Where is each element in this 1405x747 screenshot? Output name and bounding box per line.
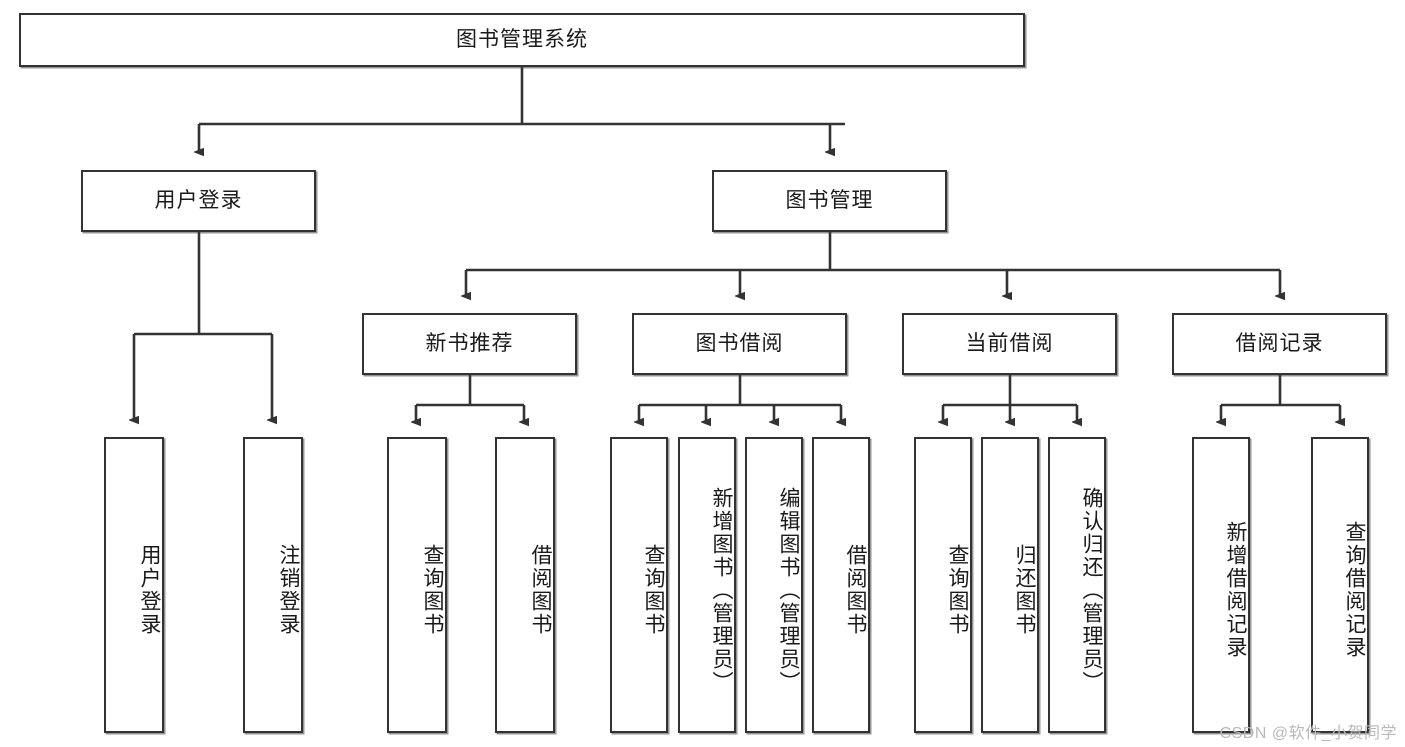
node-leaf-logout-login-label: 注销登录: [277, 544, 300, 636]
node-leaf-edit-book-label: 编辑图书（管理员）: [777, 486, 800, 694]
node-leaf-edit-book[interactable]: 编辑图书（管理员）: [745, 437, 803, 733]
node-leaf-user-login-label: 用户登录: [138, 544, 161, 636]
node-book-borrow[interactable]: 图书借阅: [632, 313, 847, 375]
node-leaf-query-book-1[interactable]: 查询图书: [387, 437, 447, 733]
node-book-borrow-label: 图书借阅: [695, 332, 784, 356]
node-leaf-query-record[interactable]: 查询借阅记录: [1311, 437, 1369, 733]
node-leaf-add-book-label: 新增图书（管理员）: [710, 486, 733, 694]
node-borrow-record-label: 借阅记录: [1235, 332, 1324, 356]
node-leaf-logout-login[interactable]: 注销登录: [243, 437, 303, 733]
node-book-manage[interactable]: 图书管理: [712, 170, 947, 232]
node-leaf-add-record-label: 新增借阅记录: [1224, 521, 1247, 659]
node-user-login[interactable]: 用户登录: [81, 170, 316, 232]
node-current-borrow-label: 当前借阅: [965, 332, 1054, 356]
node-leaf-borrow-book-1-label: 借阅图书: [529, 544, 552, 636]
node-leaf-add-book[interactable]: 新增图书（管理员）: [678, 437, 736, 733]
node-leaf-query-book-3[interactable]: 查询图书: [914, 437, 972, 733]
node-leaf-borrow-book-1[interactable]: 借阅图书: [495, 437, 555, 733]
node-new-book-recommend[interactable]: 新书推荐: [362, 313, 577, 375]
node-leaf-confirm-return[interactable]: 确认归还（管理员）: [1048, 437, 1106, 733]
node-leaf-borrow-book-2[interactable]: 借阅图书: [812, 437, 870, 733]
node-leaf-return-book-label: 归还图书: [1013, 544, 1036, 636]
node-leaf-return-book[interactable]: 归还图书: [981, 437, 1039, 733]
node-leaf-query-book-2[interactable]: 查询图书: [610, 437, 668, 733]
node-leaf-query-book-3-label: 查询图书: [946, 544, 969, 636]
node-root[interactable]: 图书管理系统: [19, 13, 1025, 67]
node-leaf-add-record[interactable]: 新增借阅记录: [1192, 437, 1250, 733]
node-borrow-record[interactable]: 借阅记录: [1172, 313, 1387, 375]
node-leaf-confirm-return-label: 确认归还（管理员）: [1080, 486, 1103, 694]
node-leaf-query-book-2-label: 查询图书: [642, 544, 665, 636]
node-new-book-recommend-label: 新书推荐: [425, 332, 514, 356]
node-current-borrow[interactable]: 当前借阅: [902, 313, 1117, 375]
node-leaf-query-record-label: 查询借阅记录: [1343, 521, 1366, 659]
node-book-manage-label: 图书管理: [785, 189, 874, 213]
node-leaf-borrow-book-2-label: 借阅图书: [844, 544, 867, 636]
node-leaf-query-book-1-label: 查询图书: [421, 544, 444, 636]
node-leaf-user-login[interactable]: 用户登录: [104, 437, 164, 733]
node-user-login-label: 用户登录: [154, 189, 243, 213]
node-root-label: 图书管理系统: [456, 28, 588, 52]
